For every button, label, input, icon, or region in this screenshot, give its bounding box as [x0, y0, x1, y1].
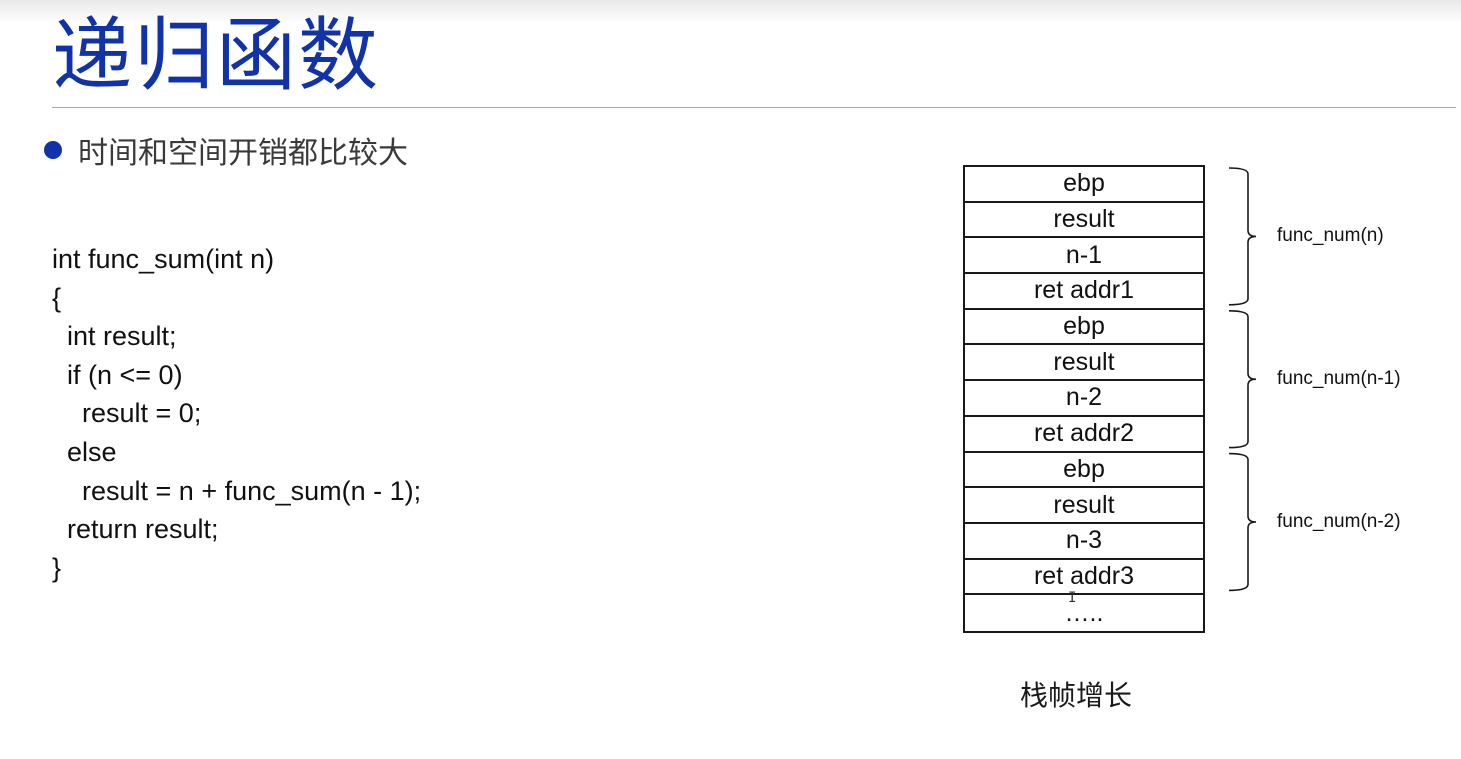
text-cursor-icon: I [1068, 590, 1077, 606]
stack-cell-ret-addr: ret addr2 [965, 417, 1203, 453]
stack-cell-result: result [965, 488, 1203, 524]
code-line: else [52, 436, 117, 467]
code-line: result = 0; [52, 398, 202, 429]
stack-cell-ebp: ebp [965, 310, 1203, 346]
frame-brace [1228, 167, 1257, 306]
stack-cell-param: n-2 [965, 381, 1203, 417]
frame-label: func_num(n) [1277, 225, 1384, 247]
stack-cell-ret-addr: ret addr1 [965, 274, 1203, 310]
slide-top-band [0, 0, 1461, 24]
code-line: return result; [52, 514, 219, 545]
title-divider [52, 107, 1456, 108]
frame-label: func_num(n-1) [1277, 368, 1401, 390]
slide-title: 递归函数 [52, 9, 380, 102]
stack-cell-ebp: ebp [965, 453, 1203, 489]
stack-cell-param: n-1 [965, 238, 1203, 275]
code-line: result = n + func_sum(n - 1); [52, 475, 422, 506]
bullet-dot-icon [44, 141, 62, 159]
stack-cell-result: result [965, 345, 1203, 382]
stack-cell-result: result [965, 203, 1203, 239]
code-block: int func_sum(int n) { int result; if (n … [52, 240, 421, 587]
frame-brace [1228, 452, 1257, 592]
code-line: int result; [52, 321, 177, 352]
bullet-point: 时间和空间开销都比较大 [44, 128, 408, 172]
stack-cell-ellipsis: ….. [1064, 598, 1104, 627]
stack-growth-caption: 栈帧增长 [1020, 679, 1133, 712]
code-line: if (n <= 0) [52, 359, 183, 390]
code-line: } [52, 552, 62, 583]
bullet-text: 时间和空间开销都比较大 [78, 136, 408, 171]
stack-frame-diagram: ebp result n-1 ret addr1 ebp result n-2 … [963, 165, 1205, 633]
code-line: { [52, 282, 62, 313]
stack-cell-ret-addr: ret addr3 [965, 560, 1203, 596]
stack-cell-param: n-3 [965, 524, 1203, 560]
frame-label: func_num(n-2) [1277, 511, 1401, 532]
frame-brace [1228, 310, 1257, 449]
stack-cell-ebp: ebp [965, 167, 1203, 203]
code-line: int func_sum(int n) [52, 244, 275, 274]
